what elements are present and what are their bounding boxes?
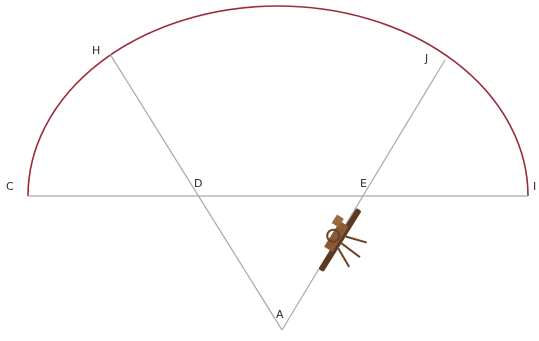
label-point-e: E xyxy=(360,177,367,190)
label-point-j: J xyxy=(424,52,428,65)
label-point-h: H xyxy=(92,44,100,57)
label-point-d: D xyxy=(194,177,202,190)
label-point-c: C xyxy=(6,180,14,193)
surveying-instrument-icon xyxy=(319,208,367,272)
line-a-h xyxy=(109,53,283,331)
semicircle-arc xyxy=(27,5,529,197)
line-a-j xyxy=(281,59,446,331)
label-point-a: A xyxy=(276,308,284,321)
label-point-i: I xyxy=(533,180,536,193)
